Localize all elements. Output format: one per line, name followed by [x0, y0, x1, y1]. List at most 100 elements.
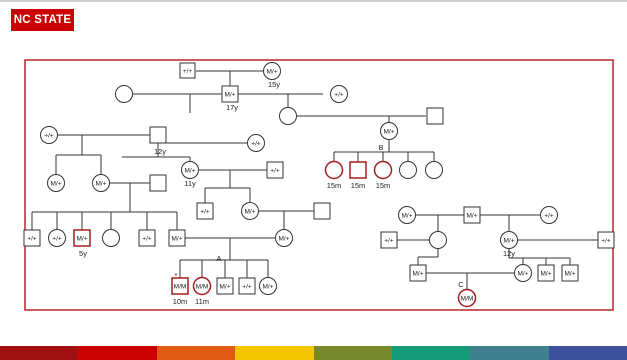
pedigree-male	[426, 107, 444, 125]
stripe-segment	[78, 346, 157, 360]
pedigree-male: M/+	[561, 264, 579, 282]
nc-state-logo: NC STATE	[11, 9, 74, 31]
pedigree-male	[149, 126, 167, 144]
svg-text:M/+: M/+	[401, 213, 412, 220]
svg-text:+/+: +/+	[44, 133, 54, 140]
pedigree-male: +/+	[196, 202, 214, 220]
svg-text:+/+: +/+	[27, 236, 37, 243]
pedigree-female: M/+	[514, 264, 532, 282]
svg-text:M/+: M/+	[266, 69, 277, 76]
pedigree-female	[102, 229, 120, 247]
stripe-segment	[235, 346, 314, 360]
pedigree-male: +/+	[23, 229, 41, 247]
pedigree-male: +/+	[597, 231, 615, 249]
pedigree-female: +/+	[40, 126, 58, 144]
age-label: 12y	[154, 147, 166, 156]
pedigree-male: M/+	[537, 264, 555, 282]
color-stripe	[0, 346, 627, 360]
age-label: 10m	[173, 297, 188, 306]
svg-text:M/+: M/+	[262, 284, 273, 291]
pedigree-female: M/+	[380, 122, 398, 140]
svg-text:M/+: M/+	[224, 92, 235, 99]
age-label: 17y	[226, 103, 238, 112]
svg-text:M/+: M/+	[503, 238, 514, 245]
stripe-segment	[156, 346, 236, 360]
svg-text:+/+: +/+	[601, 238, 611, 245]
pedigree-male: M/+	[409, 264, 427, 282]
pedigree-female: M/+	[241, 202, 259, 220]
proband-marker: *	[175, 271, 178, 280]
family-label-a: A	[216, 254, 221, 263]
svg-text:M/M: M/M	[196, 284, 209, 291]
svg-text:M/M: M/M	[174, 284, 187, 291]
pedigree-female: M/+	[275, 229, 293, 247]
pedigree-female: M/+	[259, 277, 277, 295]
pedigree-female: M/+	[263, 62, 281, 80]
pedigree-female: +/+	[247, 134, 265, 152]
age-label: 12y	[503, 249, 515, 258]
svg-text:+/+: +/+	[183, 68, 193, 75]
pedigree-male: +/+	[179, 62, 196, 79]
svg-text:M/+: M/+	[412, 271, 423, 278]
pedigree-male-affected	[349, 161, 367, 179]
svg-text:+/+: +/+	[242, 284, 252, 291]
svg-text:M/+: M/+	[517, 271, 528, 278]
pedigree-female: +/+	[48, 229, 66, 247]
stripe-segment	[391, 346, 471, 360]
stripe-segment	[548, 346, 627, 360]
age-label: 15m	[351, 181, 366, 190]
age-label: 11y	[184, 179, 196, 188]
pedigree-female	[429, 231, 447, 249]
stripe-segment	[0, 346, 79, 360]
svg-text:M/+: M/+	[76, 236, 87, 243]
svg-text:M/+: M/+	[540, 271, 551, 278]
pedigree-female	[425, 161, 443, 179]
pedigree-female-affected: M/M	[192, 276, 212, 296]
svg-text:+/+: +/+	[334, 92, 344, 99]
svg-text:M/+: M/+	[171, 236, 182, 243]
svg-text:M/+: M/+	[244, 209, 255, 216]
pedigree-female: M/+	[92, 174, 110, 192]
top-rule	[0, 0, 627, 2]
pedigree-female	[279, 107, 297, 125]
svg-text:+/+: +/+	[544, 213, 554, 220]
svg-text:M/+: M/+	[184, 168, 195, 175]
age-label: 11m	[195, 297, 209, 306]
pedigree-female: +/+	[330, 85, 348, 103]
svg-text:M/+: M/+	[278, 236, 289, 243]
pedigree-male: M/+	[168, 229, 186, 247]
pedigree-female: M/+	[398, 206, 416, 224]
age-label: 15m	[327, 181, 342, 190]
svg-text:+/+: +/+	[270, 168, 280, 175]
stripe-segment	[470, 346, 549, 360]
family-label-b: B	[378, 143, 383, 152]
pedigree-female	[115, 85, 133, 103]
pedigree-female	[399, 161, 417, 179]
stripe-segment	[313, 346, 392, 360]
pedigree-male: M/+	[463, 206, 481, 224]
pedigree-chart: +/+ M/+ 15y M/+ 17y +/+ +/+ 12y +/+ M/+ …	[23, 59, 615, 311]
pedigree-male: M/+	[216, 277, 234, 295]
pedigree-male: +/+	[266, 161, 284, 179]
pedigree-female-affected	[324, 160, 344, 180]
pedigree-male	[313, 202, 331, 220]
svg-text:+/+: +/+	[200, 209, 210, 216]
svg-text:M/+: M/+	[219, 284, 230, 291]
pedigree-female-affected: M/M	[457, 288, 477, 308]
age-label: 5y	[79, 249, 87, 258]
pedigree-lines	[31, 70, 604, 290]
pedigree-female-affected	[373, 160, 393, 180]
svg-text:M/M: M/M	[461, 296, 474, 303]
family-label-c: C	[458, 280, 464, 289]
svg-text:M/+: M/+	[383, 129, 394, 136]
pedigree-male	[149, 174, 167, 192]
pedigree-female: M/+	[500, 231, 518, 249]
svg-text:M/+: M/+	[95, 181, 106, 188]
svg-text:+/+: +/+	[384, 238, 394, 245]
svg-text:+/+: +/+	[52, 236, 62, 243]
svg-text:+/+: +/+	[142, 236, 152, 243]
svg-text:+/+: +/+	[251, 141, 261, 148]
svg-text:M/+: M/+	[466, 213, 477, 220]
pedigree-male: M/+	[221, 85, 239, 103]
svg-text:M/+: M/+	[50, 181, 61, 188]
